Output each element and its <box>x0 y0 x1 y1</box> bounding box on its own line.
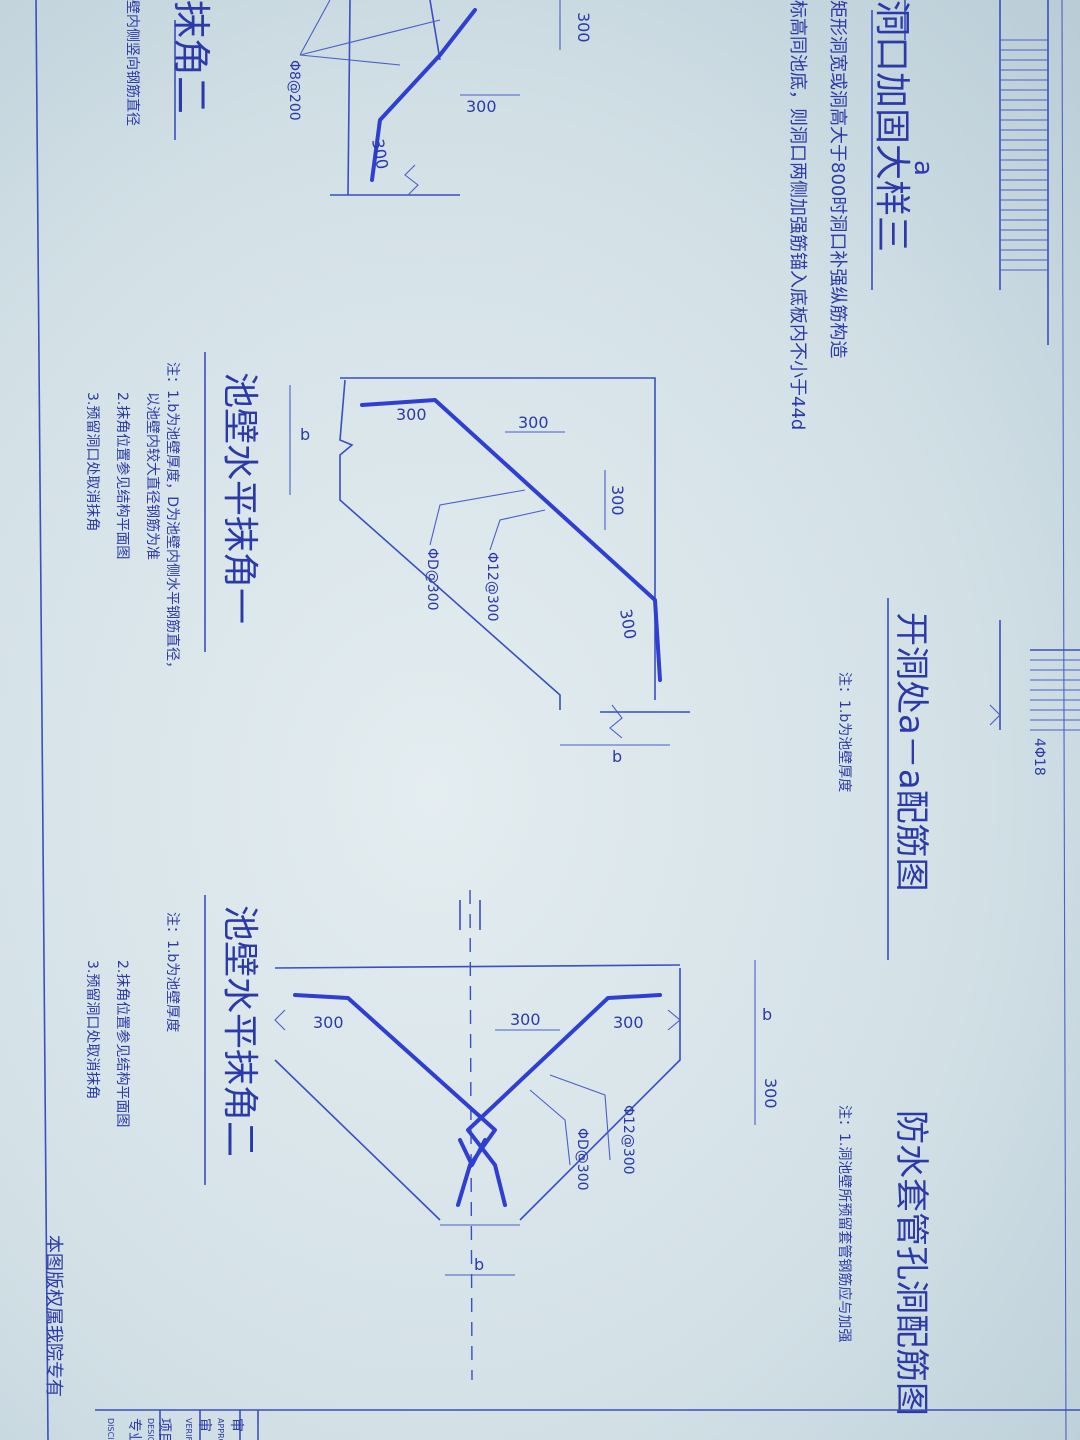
title-block: 审 APPROVE 审 VERIFY 项目 DESIGN 专业 DISCIPLI… <box>95 1409 1080 1440</box>
top-note-1: 矩形洞宽或洞高大于800时洞口补强纵筋构造 <box>827 0 848 358</box>
tb-check: 审 <box>196 1418 212 1432</box>
corner2-note-1: 注：1.b为池壁厚度 <box>164 912 180 1032</box>
dim-b-4: b <box>762 1005 772 1024</box>
corner-1-detail: b 300 300 300 300 b Φ12@300 ΦD@300 池壁水平抹… <box>84 352 690 766</box>
dim-b-1: b <box>300 425 310 444</box>
leader-line <box>299 0 331 56</box>
sleeve-detail: b 300 防水套管孔洞配筋图 注：1.洞池壁所预留套管钢筋应与加强 <box>754 960 931 1416</box>
ladder-rungs <box>1000 39 1048 271</box>
tb-approve: 审 <box>228 1418 244 1432</box>
bar-12-300-c2: Φ12@300 <box>620 1105 636 1175</box>
sleeve-note-1: 注：1.洞池壁所预留套管钢筋应与加强 <box>836 1105 853 1342</box>
opening-aa-detail: 4Φ18 开洞处a－a配筋图 注：1.b为池壁厚度 <box>836 598 1080 960</box>
sleeve-title: 防水套管孔洞配筋图 <box>891 1110 931 1416</box>
dim-b-3: b <box>474 1255 484 1274</box>
bar-4-18-label: 4Φ18 <box>1031 738 1047 776</box>
dim-300-sleeve: 300 <box>761 1078 780 1109</box>
dim-300-c2a: 300 <box>313 1013 344 1032</box>
dim-300-mid: 300 <box>466 97 497 116</box>
break-mark <box>667 1009 681 1031</box>
tb-discipline-en: DISCIPLINE <box>106 1418 115 1440</box>
corner1-note-3: 3.预留洞口处取消抹角 <box>84 392 100 531</box>
corner-title-fragment: 抹角二 <box>169 0 213 114</box>
wall-outline-outer <box>340 377 656 700</box>
tb-verify-en: VERIFY <box>184 1418 193 1440</box>
section-mark: a <box>908 160 938 176</box>
corner2-note-2: 2.抹角位置参见结构平面图 <box>114 960 131 1127</box>
wall-outline-inner-left <box>274 1059 441 1221</box>
leader-line <box>529 1089 571 1166</box>
wall-edge-line <box>429 0 441 61</box>
corner-bar-left <box>293 993 497 1207</box>
wall-outline-inner-right <box>519 968 681 1221</box>
wall-bar-note: 壁内侧竖向钢筋直径 <box>124 0 141 126</box>
dim-b-2: b <box>612 747 622 766</box>
opening-aa-title: 开洞处a－a配筋图 <box>891 612 931 892</box>
dim-300-c1c: 300 <box>608 485 627 516</box>
wall-line <box>347 0 351 196</box>
corner-2-title: 池壁水平抹角二 <box>219 905 260 1157</box>
bar-D-300-c2: ΦD@300 <box>574 1128 590 1191</box>
detail-3-title: 洞口加固大样三 <box>871 0 912 252</box>
ladder-rungs-2 <box>1030 659 1080 731</box>
corner-bar <box>360 398 662 682</box>
sheet-border-line <box>35 0 49 1440</box>
dim-300-c1a: 300 <box>396 405 427 424</box>
dim-300-c2b: 300 <box>613 1013 644 1032</box>
wall-outline-outer <box>274 964 681 969</box>
leader-line <box>299 19 441 56</box>
opening-note-1: 注：1.b为池壁厚度 <box>836 672 852 792</box>
anchor-bar <box>370 8 477 182</box>
corner-bar-right <box>466 993 662 1207</box>
corner-2-detail: 300 300 300 Φ12@300 ΦD@300 b 池壁水平抹角二 注：1… <box>84 889 681 1381</box>
leader-line <box>429 489 526 546</box>
corner-1-title: 池壁水平抹角一 <box>219 372 260 624</box>
detail-3-group: 300 300 300 Φ8@200 抹角二 壁内侧竖向钢筋直径 <box>124 0 593 196</box>
leader-line <box>299 54 401 66</box>
break-mark <box>404 164 419 196</box>
corner2-note-3: 3.预留洞口处取消抹角 <box>84 960 100 1099</box>
ladder-graphic: a <box>904 0 1049 345</box>
break-mark <box>989 704 1001 726</box>
dim-300-c1b: 300 <box>518 413 549 432</box>
tb-discipline: 专业 <box>126 1418 142 1440</box>
tb-project: 项目 <box>156 1418 172 1440</box>
leader-line <box>489 509 546 551</box>
break-mark <box>609 704 623 739</box>
corner1-note-2: 2.抹角位置参见结构平面图 <box>114 392 131 559</box>
footer-note: 本图版权属我院专有 <box>43 1235 64 1397</box>
bar-8-200-label: Φ8@200 <box>286 60 302 121</box>
dim-300-c2c: 300 <box>510 1010 541 1029</box>
corner1-note-1: 注：1.b为池壁厚度，D为池壁内侧水平钢筋直径， <box>164 362 181 675</box>
tb-approve-en: APPROVE <box>216 1418 225 1440</box>
top-note-2: 标高同池底，则洞口两侧加强筋锚入底板内不小于44d <box>787 0 808 430</box>
bar-12-300-c1: Φ12@300 <box>484 552 500 622</box>
bar-D-300-c1: ΦD@300 <box>424 548 440 611</box>
corner-hook <box>458 1138 487 1167</box>
break-mark <box>274 1009 286 1031</box>
corner1-note-1b: 以池壁内较大直径钢筋为准 <box>144 392 161 560</box>
wall-outline-inner <box>339 379 561 710</box>
leader-line <box>549 1074 611 1161</box>
dim-300-c1d: 300 <box>616 607 640 640</box>
dim-300-top: 300 <box>574 12 593 43</box>
dim-300-low: 300 <box>368 137 392 170</box>
tb-design-en: DESIGN <box>146 1418 155 1440</box>
